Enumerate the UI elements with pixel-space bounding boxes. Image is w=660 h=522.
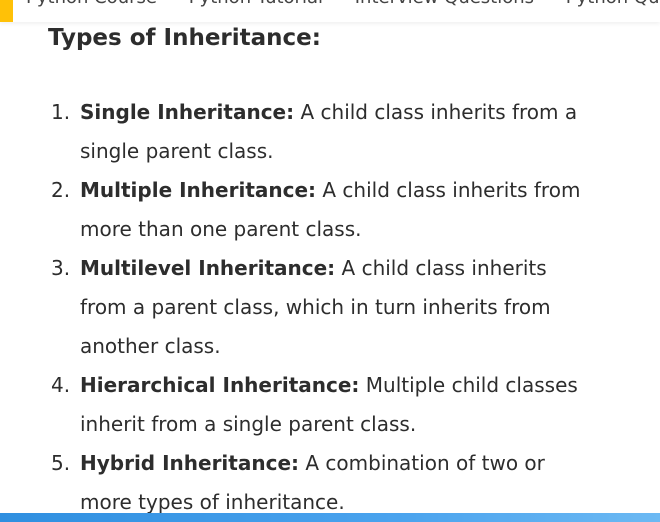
nav-links: Python Course Python Tutorial Interview … (26, 0, 660, 8)
bottom-accent-bar (0, 513, 660, 522)
list-item-number: 5. (51, 451, 71, 475)
top-navigation: Python Course Python Tutorial Interview … (0, 0, 660, 22)
list-item-term: Single Inheritance: (80, 100, 295, 124)
list-item-description: A child class inherits from more than on… (80, 178, 581, 241)
list-item-description: A child class inherits from a parent cla… (80, 256, 551, 358)
list-item-description: Multiple child classes inherit from a si… (80, 373, 578, 436)
list-item-number: 2. (51, 178, 71, 202)
inheritance-types-list: 1. Single Inheritance: A child class inh… (0, 93, 610, 522)
list-item: 3. Multilevel Inheritance: A child class… (51, 249, 590, 366)
nav-link-python-quiz[interactable]: Python Quiz (566, 0, 660, 8)
list-item: 4. Hierarchical Inheritance: Multiple ch… (51, 366, 590, 444)
list-item: 1. Single Inheritance: A child class inh… (51, 93, 590, 171)
nav-link-python-course[interactable]: Python Course (26, 0, 157, 8)
list-item-number: 3. (51, 256, 71, 280)
nav-link-python-tutorial[interactable]: Python Tutorial (189, 0, 323, 8)
list-item-description: A combination of two or more types of in… (80, 451, 545, 514)
list-item: 2. Multiple Inheritance: A child class i… (51, 171, 590, 249)
list-item-number: 4. (51, 373, 71, 397)
list-item-term: Hierarchical Inheritance: (80, 373, 360, 397)
nav-accent-bar (0, 0, 13, 22)
list-item-term: Hybrid Inheritance: (80, 451, 300, 475)
list-item-term: Multiple Inheritance: (80, 178, 317, 202)
list-item: 5. Hybrid Inheritance: A combination of … (51, 444, 590, 522)
list-item-number: 1. (51, 100, 71, 124)
section-heading: Types of Inheritance: (48, 25, 321, 51)
list-item-term: Multilevel Inheritance: (80, 256, 336, 280)
nav-link-interview-questions[interactable]: Interview Questions (355, 0, 534, 8)
list-item-description: A child class inherits from a single par… (80, 100, 578, 163)
